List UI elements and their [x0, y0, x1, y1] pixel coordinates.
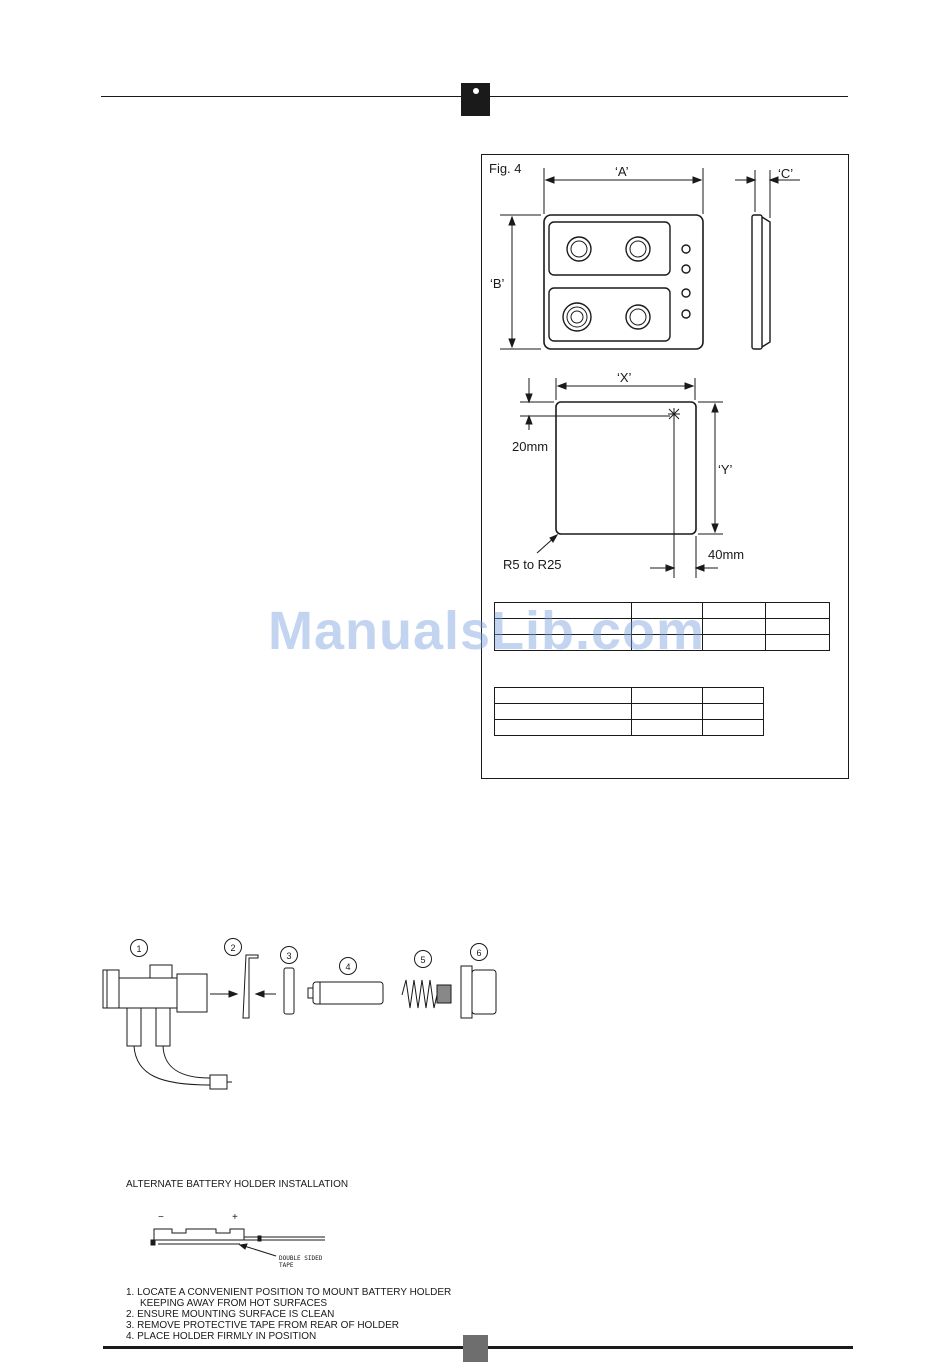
tape-label: DOUBLE SIDED TAPE [279, 1255, 322, 1269]
callout-5: 5 [414, 950, 432, 968]
footer-rule-left [103, 1346, 463, 1349]
callout-6: 6 [470, 943, 488, 961]
radius-label: R5 to R25 [503, 557, 562, 572]
alternate-holder-drawing [150, 1228, 325, 1257]
figure-frame [481, 154, 849, 779]
dim-40mm-label: 40mm [708, 547, 745, 562]
alternate-installation-title: ALTERNATE BATTERY HOLDER INSTALLATION [126, 1179, 349, 1190]
table-row [494, 703, 764, 720]
watermark: ManualsLib.com [268, 601, 706, 661]
footer-rule-right [488, 1346, 853, 1349]
battery-holder-exploded-drawing [102, 954, 497, 1090]
callout-2: 2 [224, 938, 242, 956]
step-item: 1. LOCATE A CONVENIENT POSITION TO MOUNT… [126, 1287, 452, 1298]
figure-label: Fig. 4 [489, 161, 522, 176]
callout-3: 3 [280, 946, 298, 964]
table-row [494, 719, 764, 736]
step-item: 4. PLACE HOLDER FIRMLY IN POSITION [126, 1331, 317, 1342]
installation-steps: 1. LOCATE A CONVENIENT POSITION TO MOUNT… [126, 1287, 451, 1342]
step-item: 3. REMOVE PROTECTIVE TAPE FROM REAR OF H… [126, 1320, 400, 1331]
page-marker-dot [473, 88, 479, 94]
tape-label-line1: DOUBLE SIDED [279, 1255, 323, 1262]
callout-1: 1 [130, 939, 148, 957]
header-rule-right [490, 96, 848, 97]
dimensions-table-1 [494, 602, 830, 651]
table-row [494, 634, 830, 651]
table-row [494, 618, 830, 635]
minus-terminal-label: − [158, 1212, 164, 1223]
dim-20mm-label: 20mm [512, 439, 549, 454]
footer-marker [463, 1335, 488, 1362]
dim-b-label: ‘B’ [490, 276, 505, 291]
dim-x-label: ‘X’ [617, 370, 632, 385]
fig4-drawing [500, 168, 800, 578]
dim-a-label: ‘A’ [615, 164, 629, 179]
dim-y-label: ‘Y’ [718, 462, 733, 477]
step-item: KEEPING AWAY FROM HOT SURFACES [140, 1298, 328, 1309]
dim-c-label: ‘C’ [778, 166, 794, 181]
plus-terminal-label: + [232, 1212, 238, 1223]
tape-label-line2: TAPE [279, 1262, 294, 1269]
header-rule-left [101, 96, 461, 97]
table-row [494, 687, 764, 704]
callout-4: 4 [339, 957, 357, 975]
dimensions-table-2 [494, 687, 764, 736]
step-item: 2. ENSURE MOUNTING SURFACE IS CLEAN [126, 1309, 335, 1320]
